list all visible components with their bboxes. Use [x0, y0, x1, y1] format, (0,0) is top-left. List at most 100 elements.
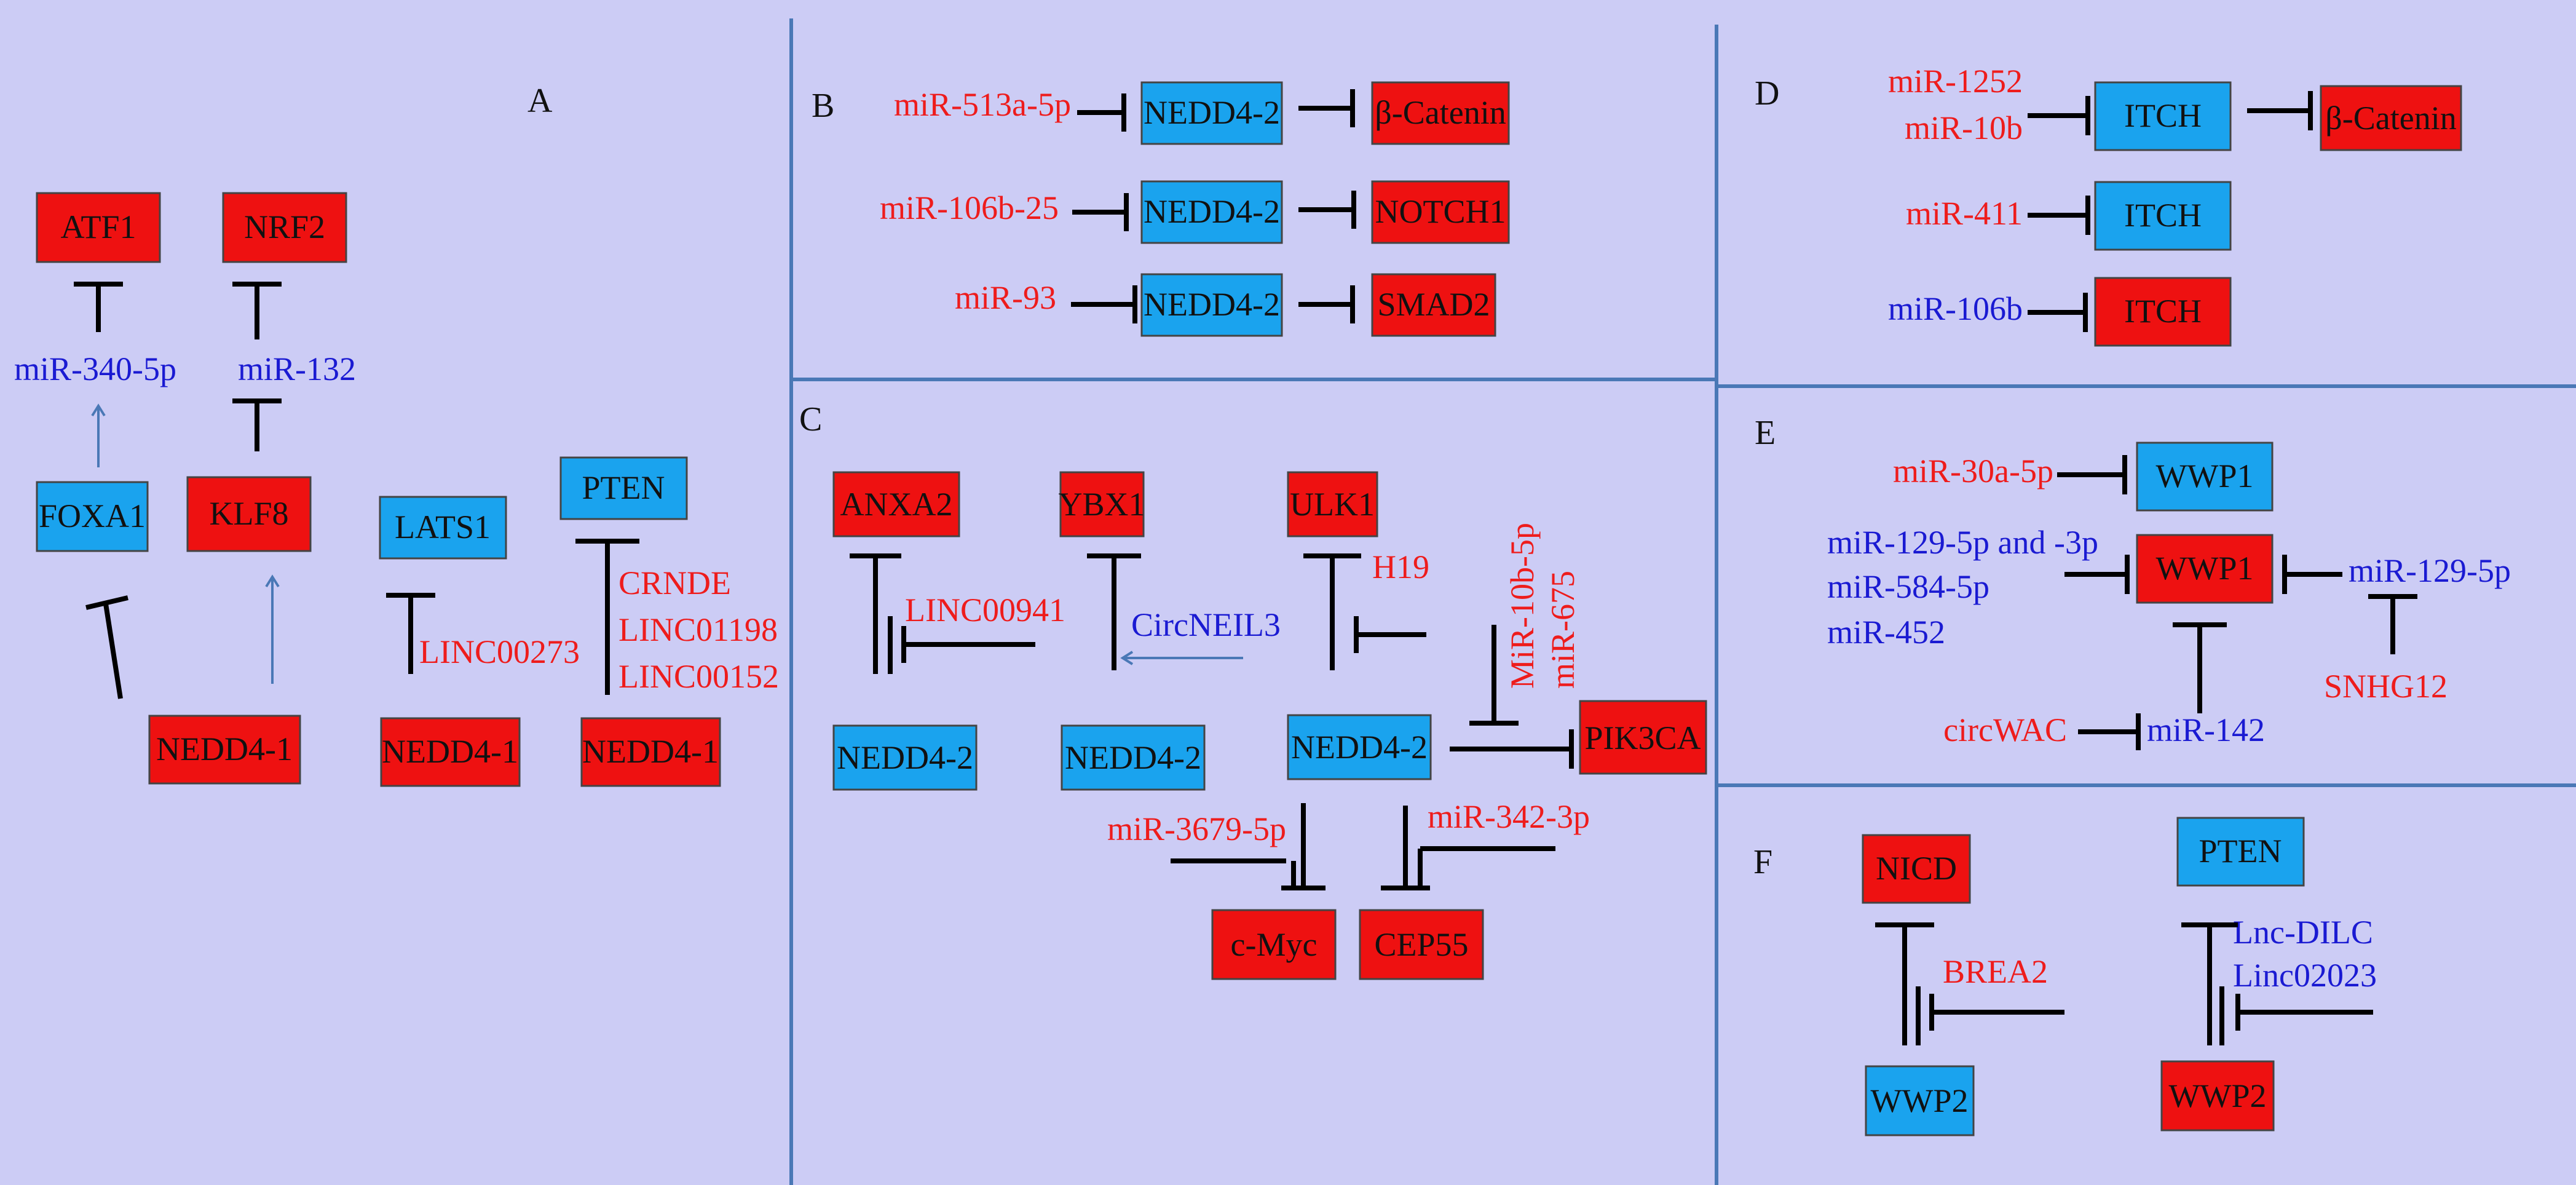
box-nedd4-1-a — [148, 715, 301, 785]
box-nedd4-2-c2 — [1061, 724, 1206, 791]
text-snhg12: SNHG12 — [2324, 668, 2448, 705]
box-nedd4-2-b2 — [1140, 180, 1283, 244]
text-circneil3: CircNEIL3 — [1131, 606, 1281, 643]
text-linc00941: LINC00941 — [905, 592, 1065, 628]
box-foxa1 — [36, 481, 149, 552]
text-mir-3679-5p: miR-3679-5p — [1107, 810, 1286, 847]
box-nrf2-label: NRF2 — [244, 208, 325, 245]
box-wwp1-a — [2136, 442, 2274, 512]
box-beta-catenin-d-label: β-Catenin — [2325, 100, 2456, 137]
box-nedd4-2-c1-label: NEDD4-2 — [837, 739, 973, 776]
text-mir-675: miR-675 — [1544, 571, 1581, 689]
box-itch-3 — [2094, 277, 2232, 347]
panel-e-label: E — [1755, 414, 1776, 452]
panel-b: B NEDD4-2 β-Catenin NEDD4-2 NOTCH1 NEDD4… — [812, 81, 1510, 337]
box-wwp1-b-label: WWP1 — [2156, 550, 2254, 587]
box-anxa2-label: ANXA2 — [840, 486, 953, 523]
text-linc00273: LINC00273 — [419, 633, 580, 670]
box-nedd4-1-c-label: NEDD4-1 — [582, 733, 719, 770]
panel-b-connectors — [1071, 89, 1356, 323]
box-itch-3-label: ITCH — [2124, 293, 2202, 330]
box-cep55-label: CEP55 — [1374, 926, 1468, 963]
box-beta-catenin-b — [1371, 81, 1510, 145]
box-wwp2-b-label: WWP2 — [2169, 1077, 2267, 1114]
box-cep55 — [1359, 909, 1484, 980]
box-beta-catenin-b-label: β-Catenin — [1375, 94, 1506, 131]
box-c-myc-label: c-Myc — [1231, 926, 1318, 963]
box-smad2 — [1371, 273, 1496, 337]
panel-e: E WWP1 WWP1 miR-30a-5p miR-129-5p and -3… — [1755, 414, 2511, 750]
panel-f: F NICD PTEN WWP2 WWP2 BREA2 Lnc-DILC Lin… — [1753, 817, 2377, 1136]
text-mir-411: miR-411 — [1906, 195, 2023, 232]
text-mir-513a-5p: miR-513a-5p — [894, 86, 1071, 123]
text-mir-93: miR-93 — [955, 279, 1056, 316]
box-ulk1-label: ULK1 — [1290, 486, 1375, 523]
text-mir-106b-25: miR-106b-25 — [880, 189, 1059, 226]
panel-f-label: F — [1753, 843, 1772, 881]
box-itch-1-label: ITCH — [2124, 97, 2202, 134]
text-circwac: circWAC — [1943, 711, 2067, 748]
box-nedd4-1-a-label: NEDD4-1 — [156, 731, 293, 767]
panel-b-label: B — [812, 87, 834, 125]
box-c-myc — [1211, 909, 1337, 980]
text-mir-340-5p: miR-340-5p — [14, 351, 176, 387]
box-wwp2-a-label: WWP2 — [1871, 1082, 1969, 1119]
box-wwp2-a — [1865, 1065, 1975, 1136]
box-pten-f-label: PTEN — [2199, 833, 2282, 870]
text-mir-106b: miR-106b — [1888, 290, 2023, 327]
text-brea2: BREA2 — [1943, 953, 2048, 990]
box-nedd4-2-c2-label: NEDD4-2 — [1065, 739, 1201, 776]
box-nedd4-2-c3-label: NEDD4-2 — [1291, 729, 1428, 766]
panel-a-connectors — [74, 282, 639, 699]
box-pten-a — [559, 456, 688, 520]
box-nedd4-2-c1 — [832, 724, 978, 791]
box-nedd4-2-b1-label: NEDD4-2 — [1144, 94, 1280, 131]
box-pik3ca-label: PIK3CA — [1584, 719, 1701, 756]
panel-e-connectors — [2057, 455, 2417, 750]
text-mir-342-3p: miR-342-3p — [1428, 798, 1590, 835]
text-linc00152: LINC00152 — [618, 658, 779, 695]
panel-d-connectors — [2028, 91, 2313, 332]
box-nicd-label: NICD — [1876, 850, 1957, 887]
box-itch-1 — [2094, 81, 2232, 151]
box-nedd4-1-c — [580, 717, 721, 787]
panel-c-connectors — [850, 553, 1574, 890]
box-foxa1-label: FOXA1 — [39, 497, 146, 534]
box-nedd4-1-b — [380, 717, 521, 787]
panel-d-label: D — [1755, 74, 1779, 113]
box-lats1 — [379, 496, 507, 560]
box-lats1-label: LATS1 — [395, 509, 491, 545]
text-linc01198: LINC01198 — [618, 611, 778, 648]
text-crnde: CRNDE — [618, 565, 731, 601]
box-pten-a-label: PTEN — [582, 469, 665, 506]
text-mir-30a-5p: miR-30a-5p — [1893, 453, 2053, 489]
box-nedd4-2-b3-label: NEDD4-2 — [1144, 286, 1280, 323]
box-anxa2 — [832, 471, 960, 537]
box-ybx1-label: YBX1 — [1058, 486, 1145, 523]
text-mir-584-5p: miR-584-5p — [1827, 568, 1989, 605]
box-nedd4-1-b-label: NEDD4-1 — [382, 733, 518, 770]
box-nedd4-2-b1 — [1140, 81, 1283, 145]
box-nedd4-2-b3 — [1140, 273, 1283, 337]
box-beta-catenin-d — [2320, 85, 2462, 151]
panel-c: C ANXA2 YBX1 ULK1 NEDD4-2 NEDD4-2 NEDD4-… — [799, 400, 1707, 980]
box-ulk1 — [1287, 471, 1378, 537]
text-mir-132: miR-132 — [238, 351, 356, 387]
box-klf8-label: KLF8 — [209, 495, 288, 532]
box-ybx1 — [1059, 471, 1145, 537]
box-atf1-label: ATF1 — [60, 208, 136, 245]
text-mir-452: miR-452 — [1827, 614, 1945, 651]
box-smad2-label: SMAD2 — [1377, 286, 1490, 323]
text-h19: H19 — [1372, 549, 1429, 585]
box-itch-2 — [2094, 181, 2232, 251]
box-notch1-label: NOTCH1 — [1375, 193, 1506, 230]
text-mir-10b-5p: MiR-10b-5p — [1504, 523, 1541, 689]
text-mir-1252: miR-1252 — [1888, 63, 2023, 100]
panel-dividers — [789, 18, 2576, 1185]
text-lnc-dilc: Lnc-DILC — [2233, 914, 2373, 951]
box-pik3ca — [1579, 700, 1707, 775]
box-wwp1-a-label: WWP1 — [2156, 458, 2254, 494]
box-nedd4-2-b2-label: NEDD4-2 — [1144, 193, 1280, 230]
box-nrf2 — [222, 192, 347, 263]
